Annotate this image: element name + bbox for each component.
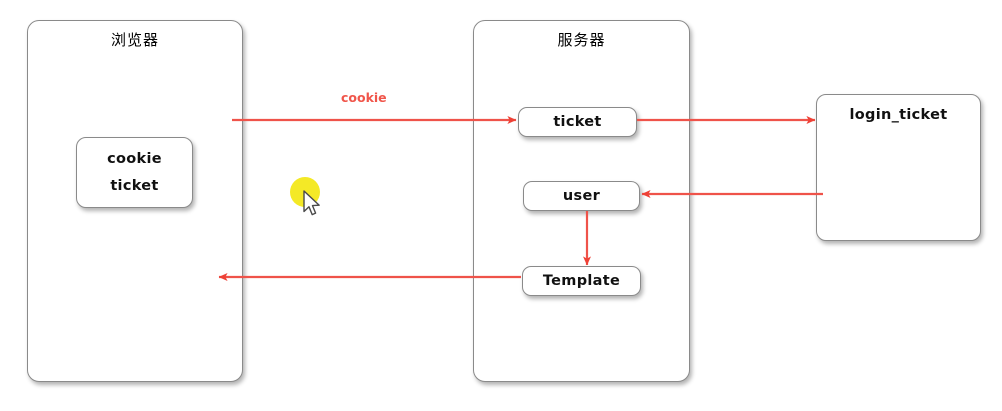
node-user[interactable]: user	[523, 181, 640, 211]
node-cookie-ticket-store-line-1: cookie	[107, 151, 162, 167]
node-ticket-label: ticket	[553, 114, 602, 130]
container-server-title: 服务器	[557, 31, 606, 49]
container-server[interactable]: 服务器	[473, 20, 690, 382]
node-template[interactable]: Template	[522, 266, 641, 296]
edge-label-cookie: cookie	[341, 90, 387, 105]
node-user-label: user	[562, 188, 601, 204]
container-browser-title: 浏览器	[110, 31, 159, 49]
node-template-label: Template	[542, 273, 621, 289]
node-ticket[interactable]: ticket	[518, 107, 637, 137]
mouse-cursor-icon	[303, 190, 320, 216]
node-cookie-ticket-store-line-2: ticket	[110, 178, 159, 194]
node-login-ticket-label: login_ticket	[849, 107, 948, 123]
node-login-ticket[interactable]: login_ticket	[816, 94, 981, 241]
click-highlight	[290, 177, 320, 207]
node-cookie-ticket-store[interactable]: cookie ticket	[76, 137, 193, 208]
